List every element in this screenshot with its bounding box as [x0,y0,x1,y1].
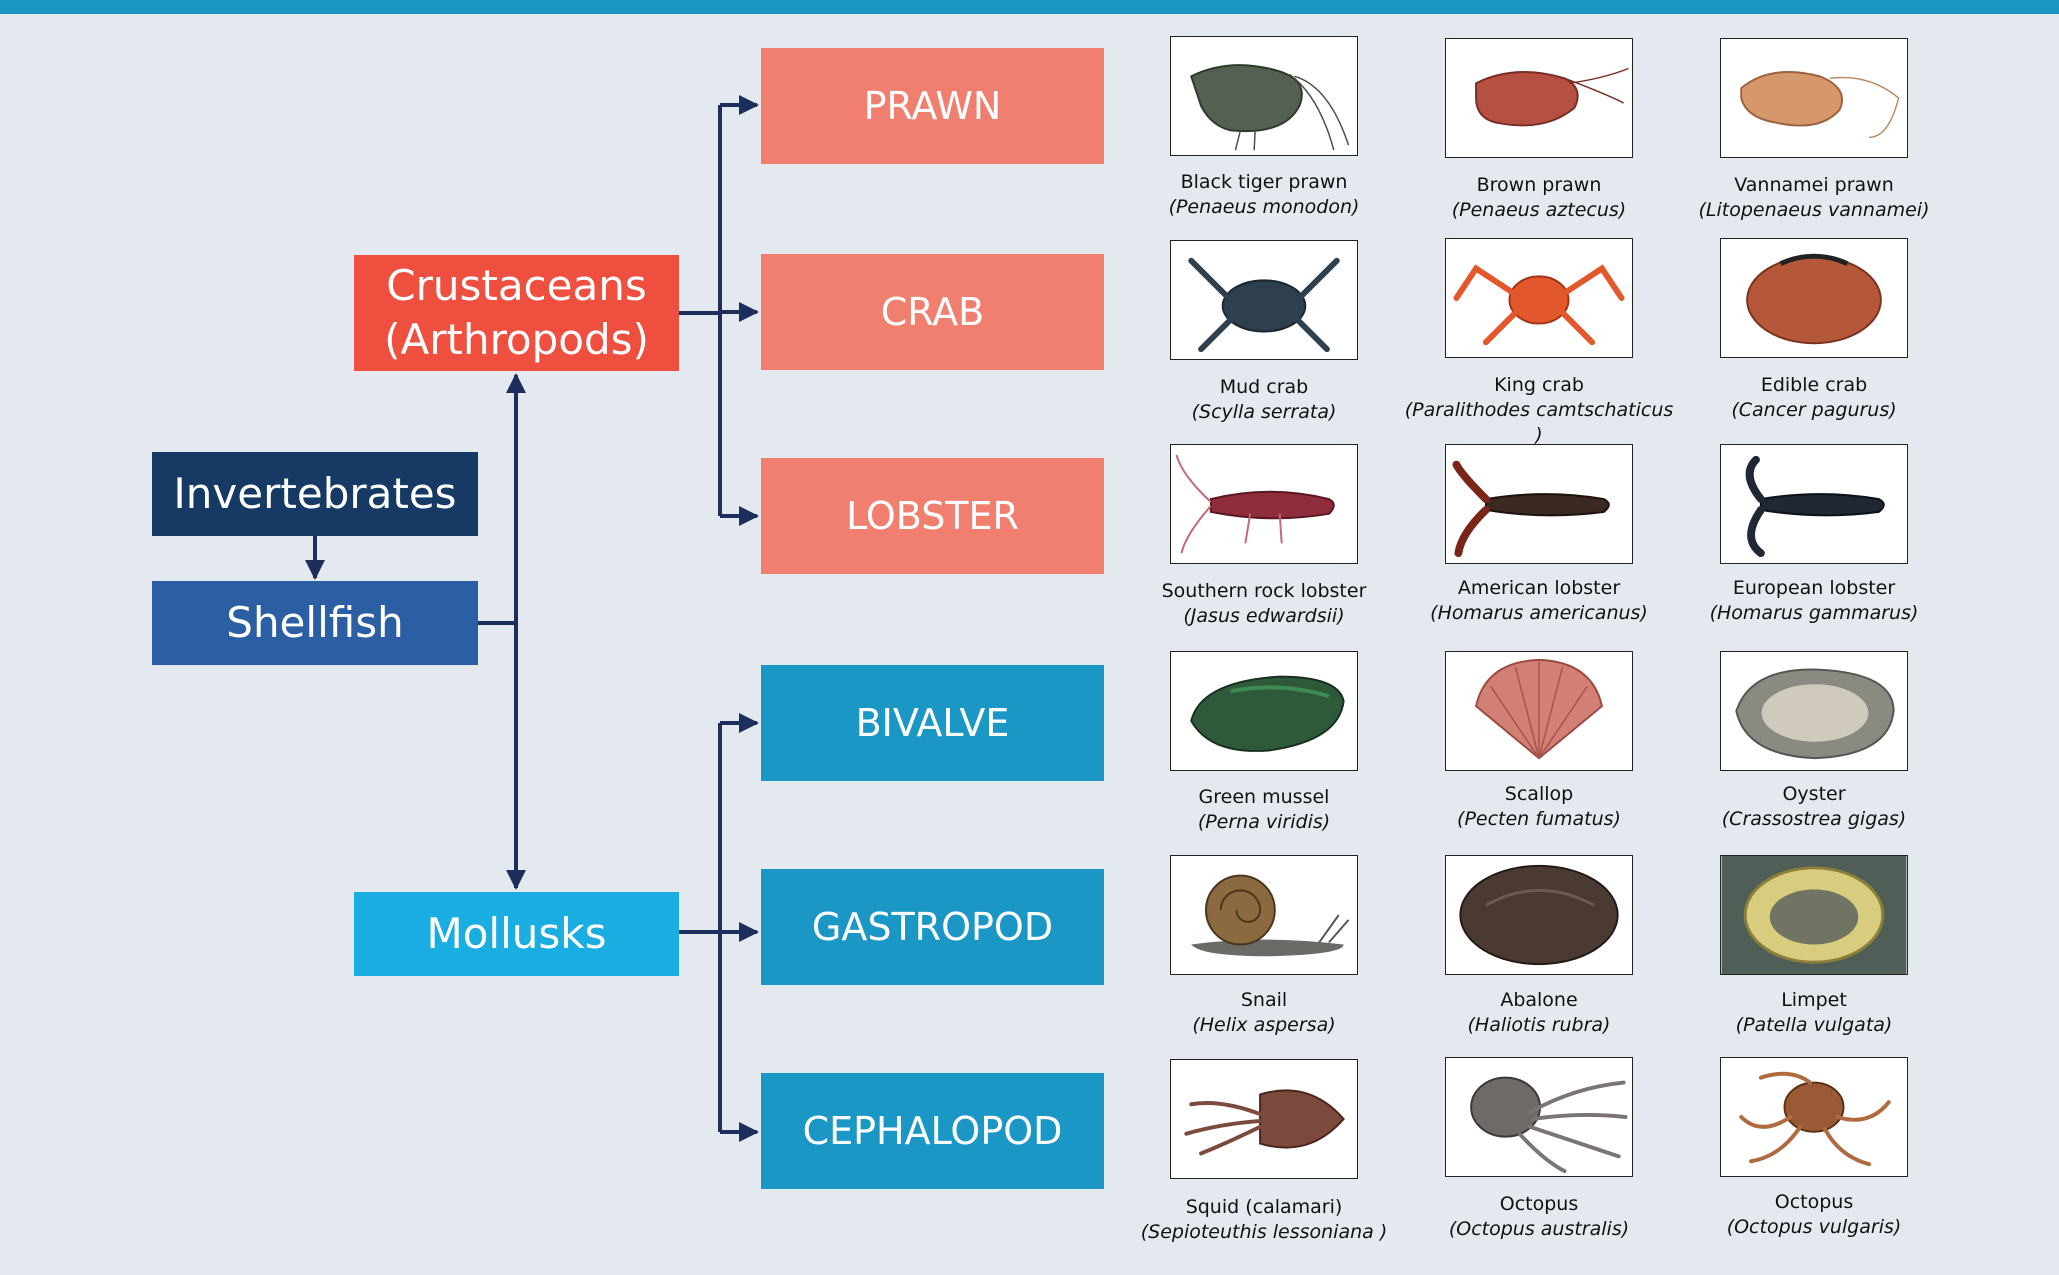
species-caption: European lobster (Homarus gammarus) [1674,576,1954,626]
scientific-name: (Homarus gammarus) [1709,602,1919,624]
green-mussel-image [1170,651,1358,771]
common-name: Southern rock lobster [1161,580,1367,602]
species-caption: Octopus (Octopus vulgaris) [1674,1190,1954,1240]
mollusks-node: Mollusks [354,892,679,976]
brown-prawn-image [1445,38,1633,158]
scientific-name: (Jasus edwardsii) [1183,605,1345,627]
king-crab-image [1445,238,1633,358]
scientific-name: (Homarus americanus) [1430,602,1648,624]
category-prawn: PRAWN [761,48,1104,164]
species-caption: Squid (calamari) (Sepioteuthis lessoniana… [1124,1195,1404,1245]
invertebrates-label: Invertebrates [173,469,457,519]
common-name: Limpet [1781,989,1847,1011]
scientific-name: (Octopus australis) [1448,1218,1630,1240]
scientific-name: (Pecten fumatus) [1457,808,1621,830]
crustaceans-node: Crustaceans (Arthropods) [354,255,679,371]
octopus-vulgaris-image [1720,1057,1908,1177]
oyster-image [1720,651,1908,771]
species-caption: Southern rock lobster (Jasus edwardsii) [1124,579,1404,629]
edible-crab-image [1720,238,1908,358]
species-caption: Green mussel (Perna viridis) [1124,785,1404,835]
species-caption: American lobster (Homarus americanus) [1399,576,1679,626]
squid-image [1170,1059,1358,1179]
category-gastropod: GASTROPOD [761,869,1104,985]
scientific-name: (Paralithodes camtschaticus ) [1404,399,1674,446]
species-caption: Abalone (Haliotis rubra) [1399,988,1679,1038]
common-name: Vannamei prawn [1734,174,1894,196]
southern-rock-lobster-image [1170,444,1358,564]
species-caption: Snail (Helix aspersa) [1124,988,1404,1038]
species-caption: Brown prawn (Penaeus aztecus) [1399,173,1679,223]
common-name: Scallop [1504,783,1574,805]
common-name: European lobster [1732,577,1896,599]
scallop-image [1445,651,1633,771]
invertebrates-node: Invertebrates [152,452,478,536]
scientific-name: (Crassostrea gigas) [1721,808,1907,830]
category-lobster: LOBSTER [761,458,1104,574]
black-tiger-prawn-image [1170,36,1358,156]
abalone-image [1445,855,1633,975]
scientific-name: (Patella vulgata) [1735,1014,1893,1036]
shellfish-label: Shellfish [226,598,404,648]
scientific-name: (Sepioteuthis lessoniana ) [1140,1221,1388,1243]
common-name: Green mussel [1198,786,1330,808]
vannamei-prawn-image [1720,38,1908,158]
common-name: Abalone [1500,989,1578,1011]
scientific-name: (Litopenaeus vannamei) [1698,199,1930,221]
mud-crab-image [1170,240,1358,360]
common-name: Snail [1240,989,1288,1011]
species-caption: Vannamei prawn (Litopenaeus vannamei) [1674,173,1954,223]
common-name: Oyster [1782,783,1846,805]
scientific-name: (Scylla serrata) [1191,401,1337,423]
species-caption: Octopus (Octopus australis) [1399,1192,1679,1242]
mollusks-label: Mollusks [426,909,607,959]
category-bivalve: BIVALVE [761,665,1104,781]
species-caption: Edible crab (Cancer pagurus) [1674,373,1954,423]
common-name: King crab [1494,374,1584,396]
octopus-australis-image [1445,1057,1633,1177]
species-caption: Scallop (Pecten fumatus) [1399,782,1679,832]
species-caption: Mud crab (Scylla serrata) [1124,375,1404,425]
species-caption: Oyster (Crassostrea gigas) [1674,782,1954,832]
scientific-name: (Cancer pagurus) [1731,399,1897,421]
common-name: Octopus [1774,1191,1854,1213]
scientific-name: (Haliotis rubra) [1467,1014,1611,1036]
european-lobster-image [1720,444,1908,564]
scientific-name: (Octopus vulgaris) [1726,1216,1902,1238]
species-caption: Black tiger prawn (Penaeus monodon) [1124,170,1404,220]
shellfish-node: Shellfish [152,581,478,665]
snail-image [1170,855,1358,975]
common-name: Mud crab [1219,376,1309,398]
crustaceans-label: Crustaceans (Arthropods) [384,261,649,364]
common-name: Edible crab [1760,374,1868,396]
scientific-name: (Penaeus monodon) [1168,196,1360,218]
common-name: Brown prawn [1476,174,1602,196]
common-name: Black tiger prawn [1180,171,1348,193]
american-lobster-image [1445,444,1633,564]
category-cephalopod: CEPHALOPOD [761,1073,1104,1189]
scientific-name: (Helix aspersa) [1192,1014,1336,1036]
common-name: Octopus [1499,1193,1579,1215]
common-name: Squid (calamari) [1185,1196,1343,1218]
category-crab: CRAB [761,254,1104,370]
top-accent-bar [0,0,2059,14]
scientific-name: (Penaeus aztecus) [1451,199,1627,221]
scientific-name: (Perna viridis) [1197,811,1331,833]
species-caption: Limpet (Patella vulgata) [1674,988,1954,1038]
species-caption: King crab (Paralithodes camtschaticus ) [1399,373,1679,448]
common-name: American lobster [1457,577,1621,599]
limpet-image [1720,855,1908,975]
